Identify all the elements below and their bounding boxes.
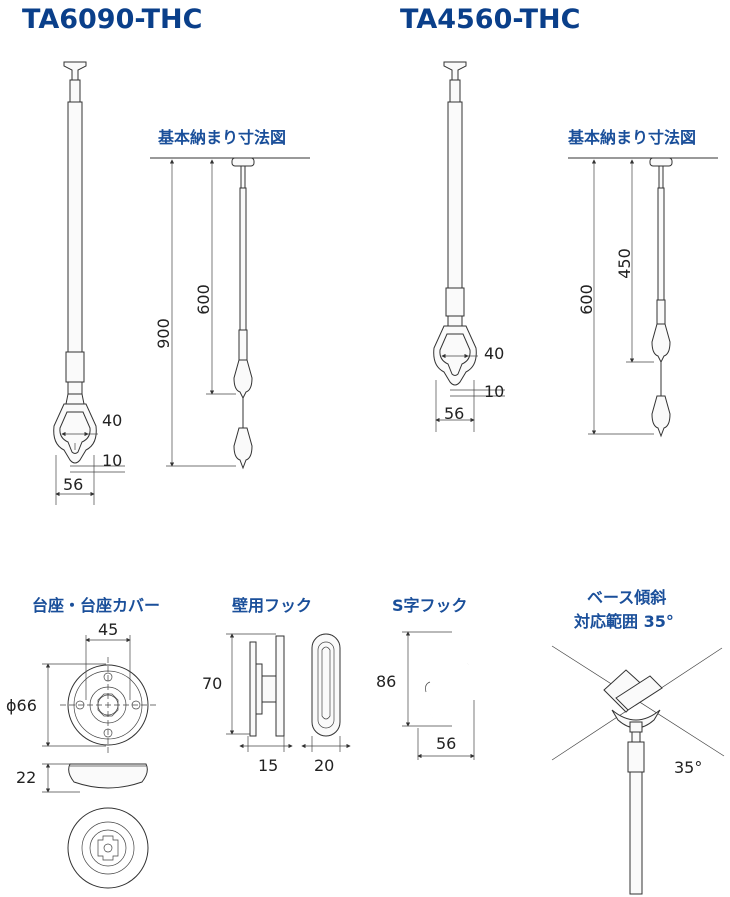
ta6090-pole [53,61,97,464]
dim-base-45: 45 [98,620,119,639]
ta6090-basic-diagram [150,157,310,470]
base-side-view [42,763,148,793]
dim-ta6090-10: 10 [102,451,123,470]
ta4560-basic-diagram [568,157,718,438]
dim-ta4560-40: 40 [484,344,505,363]
dim-wall-70: 70 [202,674,223,693]
dim-wall-20: 20 [314,756,335,775]
dim-ta4560-600: 600 [576,284,596,315]
dim-s-86: 86 [376,672,397,691]
subtitle-base-tilt-1: ベース傾斜 [587,588,667,607]
base-cover-view [67,807,149,889]
base-tilt-drawing [551,645,725,895]
subtitle-wall-hook: 壁用フック [232,596,313,615]
dim-wall-15: 15 [258,756,279,775]
dim-ta4560-10: 10 [484,382,505,401]
wall-hook-drawing [226,633,351,752]
dim-ta4560-450: 450 [614,248,634,279]
subtitle-base-dims-right: 基本納まり寸法図 [568,128,697,147]
ta6090-ring-dims [55,431,125,505]
dim-base-phi66: ϕ66 [6,696,37,715]
subtitle-s-hook: S字フック [392,596,468,615]
dim-s-56: 56 [436,734,457,753]
dim-tilt-35: 35° [674,758,703,777]
subtitle-base-tilt-2: 対応範囲 35° [574,612,674,631]
subtitle-base-dims-left: 基本納まり寸法図 [158,128,287,147]
ta4560-ring-dims [435,353,505,432]
dim-ta6090-40: 40 [102,411,123,430]
dim-ta6090-600: 600 [193,284,213,315]
base-top-view [42,635,156,753]
s-hook-drawing [402,631,475,760]
dim-base-22: 22 [16,768,37,787]
subtitle-base-cover: 台座・台座カバー [32,596,161,615]
dim-ta6090-900: 900 [153,318,173,349]
dim-ta6090-56: 56 [63,475,84,494]
dim-ta4560-56: 56 [444,404,465,423]
title-ta6090: TA6090-THC [22,4,203,35]
title-ta4560: TA4560-THC [400,4,581,35]
ta4560-pole [433,61,477,386]
